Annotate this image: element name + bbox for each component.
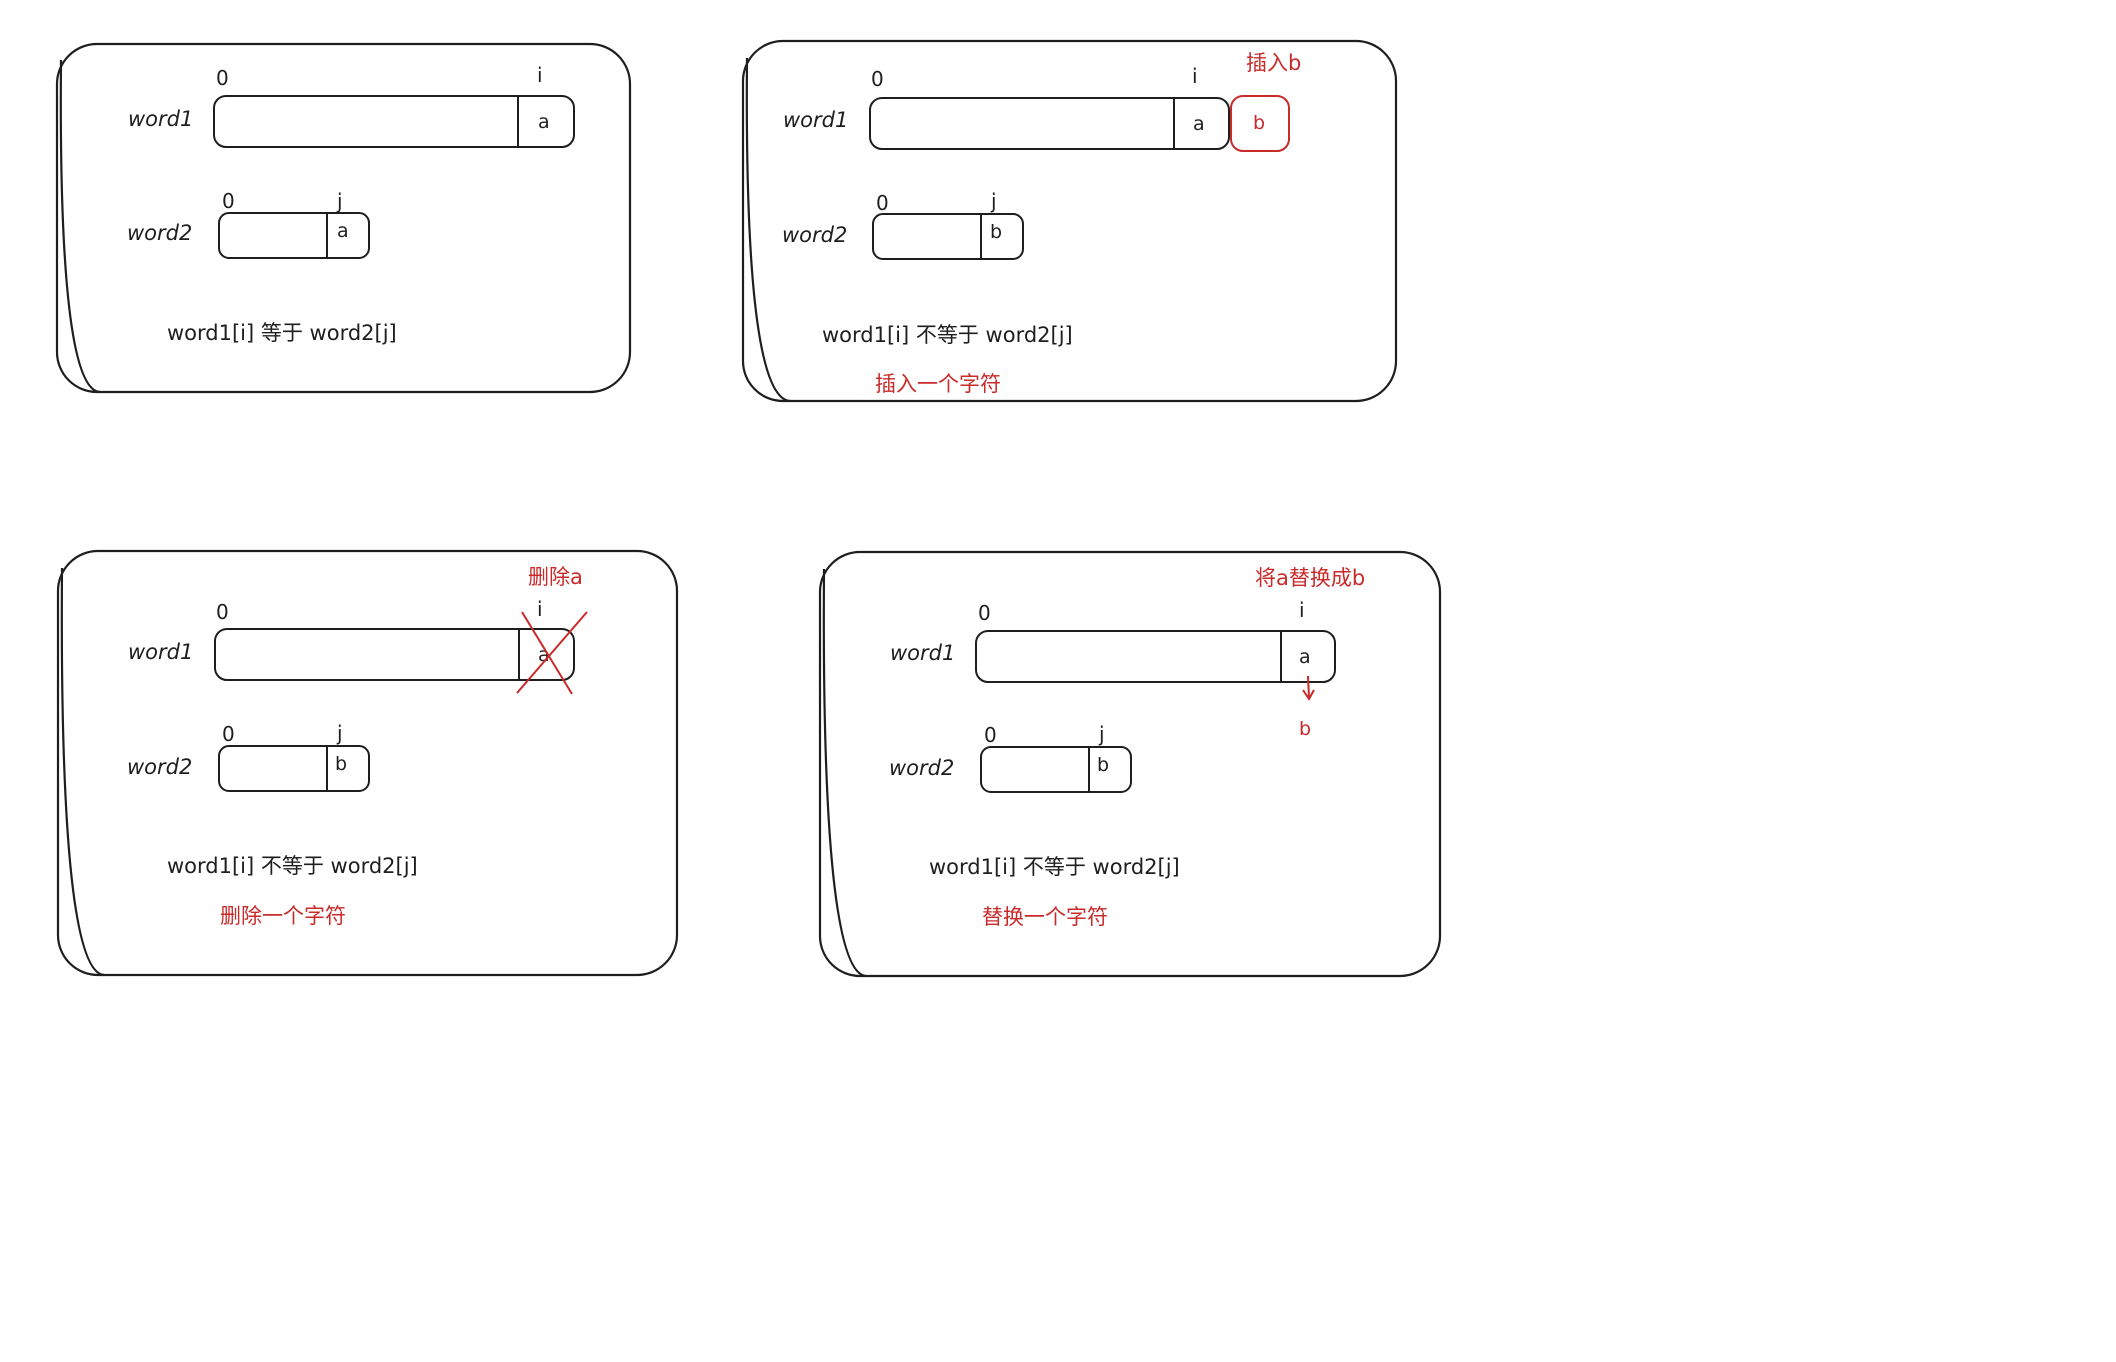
replacement-char: b [1299, 718, 1311, 740]
word1-start-index: 0 [216, 600, 229, 624]
sketch-stroke [822, 568, 867, 978]
condition-text: word1[i] 不等于 word2[j] [822, 323, 1073, 347]
word1-start-index: 0 [978, 601, 991, 625]
word1-label: word1 [128, 640, 193, 664]
word1-bar [869, 97, 1230, 150]
action-text: 删除一个字符 [220, 904, 346, 928]
word2-pointer-j: j [990, 189, 997, 213]
condition-text: word1[i] 等于 word2[j] [167, 321, 397, 345]
replace-note: 将a替换成b [1255, 566, 1365, 590]
word2-label: word2 [127, 755, 192, 779]
word1-char-cell: a [538, 644, 550, 666]
word2-start-index: 0 [222, 189, 235, 213]
condition-text: word1[i] 不等于 word2[j] [929, 855, 1180, 879]
word1-label: word1 [783, 108, 848, 132]
word2-bar [872, 213, 1024, 260]
word1-start-index: 0 [216, 66, 229, 90]
sketch-stroke [745, 57, 791, 403]
word2-char-cell: b [335, 753, 347, 775]
word2-bar [218, 745, 370, 792]
panel-frame [818, 550, 1442, 978]
inserted-char: b [1253, 112, 1265, 134]
word1-bar [213, 95, 575, 148]
word1-bar [975, 630, 1336, 683]
word2-pointer-j: j [1098, 722, 1105, 746]
panel-frame [741, 39, 1398, 403]
word1-label: word1 [128, 107, 193, 131]
word2-char-cell: b [1097, 754, 1109, 776]
word1-char-cell: a [1299, 646, 1311, 668]
replace-arrow [1302, 675, 1315, 701]
panel-delete: 删除a 0 i word1 a 0 j word2 b word1[i] 不等于… [56, 549, 679, 977]
sketch-stroke [60, 567, 105, 977]
word1-char-cell: a [538, 111, 550, 133]
insert-note: 插入b [1246, 51, 1301, 75]
word2-bar [980, 746, 1132, 793]
word2-label: word2 [782, 223, 847, 247]
word2-char-cell: a [337, 220, 349, 242]
word1-pointer-i: i [537, 63, 543, 87]
panel-equal: 0 i word1 a 0 j word2 a word1[i] 等于 word… [55, 42, 632, 394]
word2-pointer-j: j [336, 189, 343, 213]
delete-cross-mark [516, 611, 588, 695]
word1-pointer-i: i [537, 597, 543, 621]
word1-char-cell: a [1193, 113, 1205, 135]
word2-start-index: 0 [984, 723, 997, 747]
panel-frame [55, 42, 632, 394]
word1-bar [214, 628, 575, 681]
word2-label: word2 [889, 756, 954, 780]
action-text: 插入一个字符 [875, 372, 1001, 396]
word2-pointer-j: j [336, 721, 343, 745]
word1-pointer-i: i [1192, 64, 1198, 88]
panel-insert: 插入b 0 i word1 a b 0 j word2 b word1[i] 不… [741, 39, 1398, 403]
word1-label: word1 [890, 641, 955, 665]
panel-replace: 将a替换成b 0 i word1 a b 0 j word2 b word1[i… [818, 550, 1442, 978]
word1-pointer-i: i [1299, 598, 1305, 622]
word1-start-index: 0 [871, 67, 884, 91]
word2-bar [218, 212, 370, 259]
action-text: 替换一个字符 [982, 905, 1108, 929]
word2-label: word2 [127, 221, 192, 245]
condition-text: word1[i] 不等于 word2[j] [167, 854, 418, 878]
delete-note: 删除a [528, 565, 583, 589]
word2-start-index: 0 [876, 191, 889, 215]
word2-char-cell: b [990, 221, 1002, 243]
sketch-stroke [59, 59, 101, 394]
panel-frame [56, 549, 679, 977]
word2-start-index: 0 [222, 722, 235, 746]
inserted-cell [1230, 95, 1290, 152]
